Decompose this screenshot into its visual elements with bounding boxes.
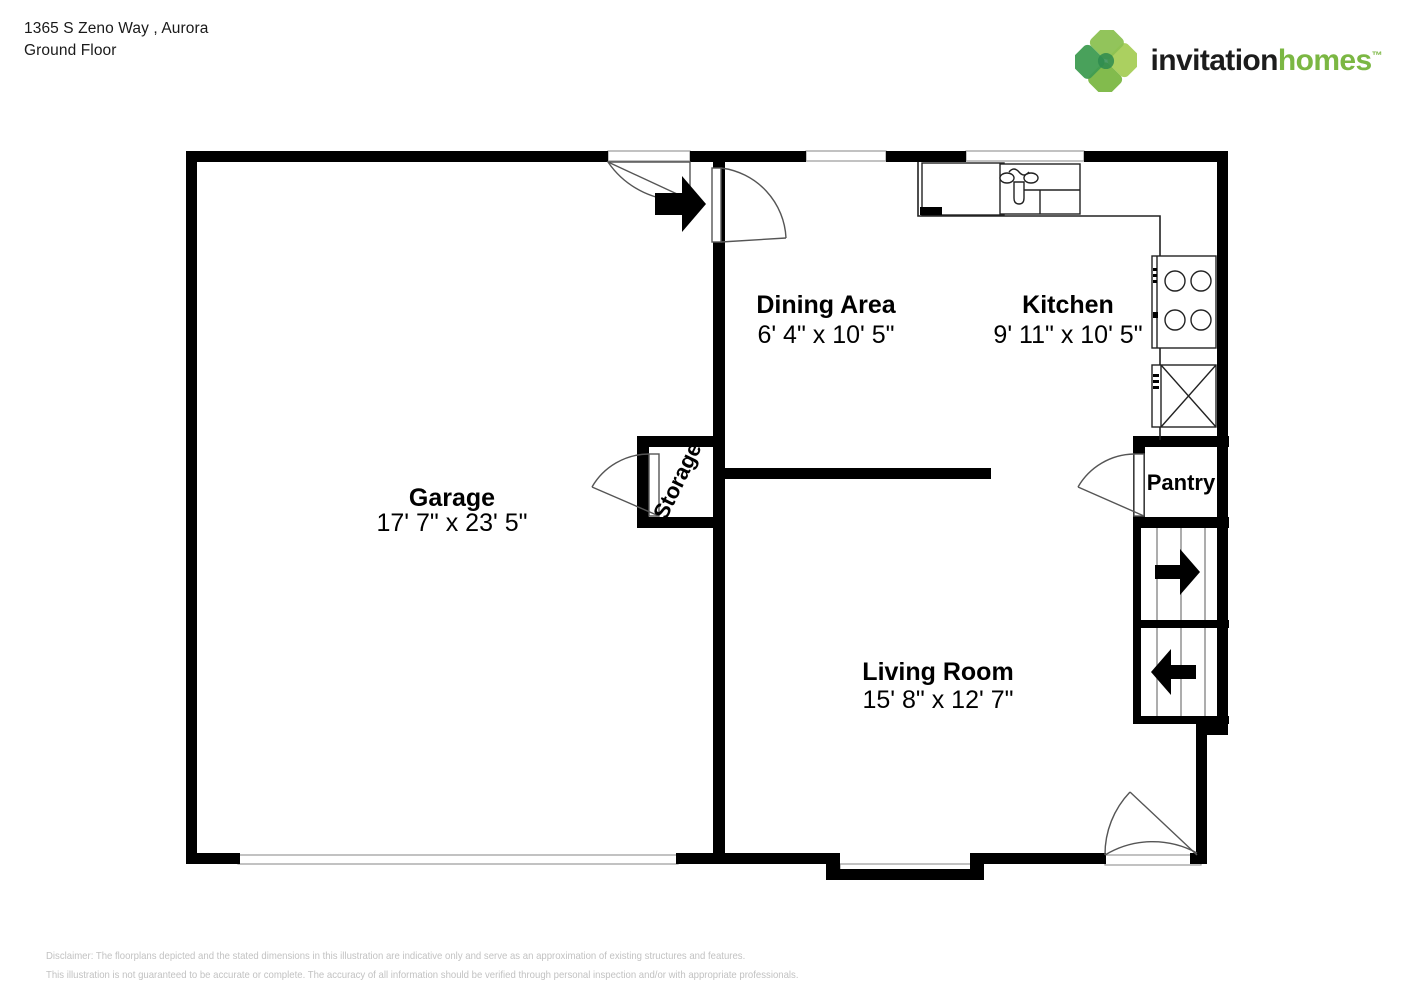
brand-word-homes: homes (1277, 44, 1372, 77)
stair-arrow-left-icon (1151, 649, 1196, 695)
disclaimer-line-1: Disclaimer: The floorplans depicted and … (46, 950, 746, 962)
entry-arrow-right-icon (655, 176, 706, 232)
sink-icon (999, 163, 1081, 215)
wall-left-exterior (186, 151, 197, 864)
room-label-garage: Garage (409, 484, 495, 512)
wall-storage-left (637, 436, 649, 528)
dishwasher-icon (1151, 364, 1217, 428)
wall-right-exterior-lower (1196, 724, 1207, 864)
room-label-kitchen: Kitchen (1022, 291, 1114, 319)
floor-label: Ground Floor (24, 42, 117, 60)
wall-storage-bottom (637, 517, 713, 528)
brand-trademark: ™ (1371, 50, 1383, 62)
walls-layer (186, 151, 1229, 880)
stair-arrow-right-icon (1155, 549, 1200, 595)
wall-pantry-bottom (1133, 517, 1229, 528)
wall-storage-top (637, 436, 713, 447)
wall-bottom-a (676, 853, 828, 864)
wall-stair-left (1133, 528, 1141, 724)
wall-top-kitchen-b (1084, 151, 1228, 162)
property-address: 1365 S Zeno Way , Aurora (24, 20, 209, 37)
wall-center-vertical (713, 151, 725, 864)
brand-logo: invitationhomes™ (1074, 30, 1383, 92)
brand-wordmark: invitationhomes™ (1150, 44, 1383, 77)
wall-top-dining (690, 151, 806, 162)
room-labels-layer: Garage 17' 7" x 23' 5" Dining Area 6' 4"… (376, 291, 1216, 714)
doors-layer (591, 161, 1198, 856)
disclaimer: Disclaimer: The floorplans depicted and … (46, 947, 799, 986)
wall-bottom-b (970, 853, 1106, 864)
room-label-pantry: Pantry (1147, 470, 1216, 495)
room-label-dining-area: Dining Area (756, 291, 896, 319)
wall-bay-bottom (826, 869, 984, 880)
brand-word-invitation: invitation (1150, 44, 1279, 77)
room-dim-kitchen: 9' 11" x 10' 5" (993, 321, 1142, 349)
stove-burners-icon (1151, 255, 1217, 349)
kitchen-fixtures (917, 162, 1217, 440)
wall-top-garage (186, 151, 608, 162)
wall-stair-landing (1133, 620, 1229, 628)
invitation-homes-diamond-mark (1074, 30, 1137, 92)
wall-partition-living (725, 468, 991, 479)
wall-top-kitchen-a (886, 151, 966, 162)
wall-right-jog (1196, 724, 1228, 735)
wall-bottom-garage-left (186, 853, 240, 864)
room-label-living-room: Living Room (862, 658, 1013, 686)
room-dim-dining-area: 6' 4" x 10' 5" (757, 321, 894, 349)
disclaimer-line-2: This illustration is not guaranteed to b… (46, 970, 799, 982)
kitchen-cabinet (921, 162, 1005, 216)
room-dim-living-room: 15' 8" x 12' 7" (862, 686, 1013, 714)
page-title: 1365 S Zeno Way , Aurora Ground Floor (24, 18, 208, 63)
room-dim-garage: 17' 7" x 23' 5" (376, 509, 527, 537)
wall-bottom-c (1190, 853, 1207, 864)
wall-stair-bottom (1133, 716, 1229, 724)
wall-pantry-top (1133, 436, 1229, 447)
